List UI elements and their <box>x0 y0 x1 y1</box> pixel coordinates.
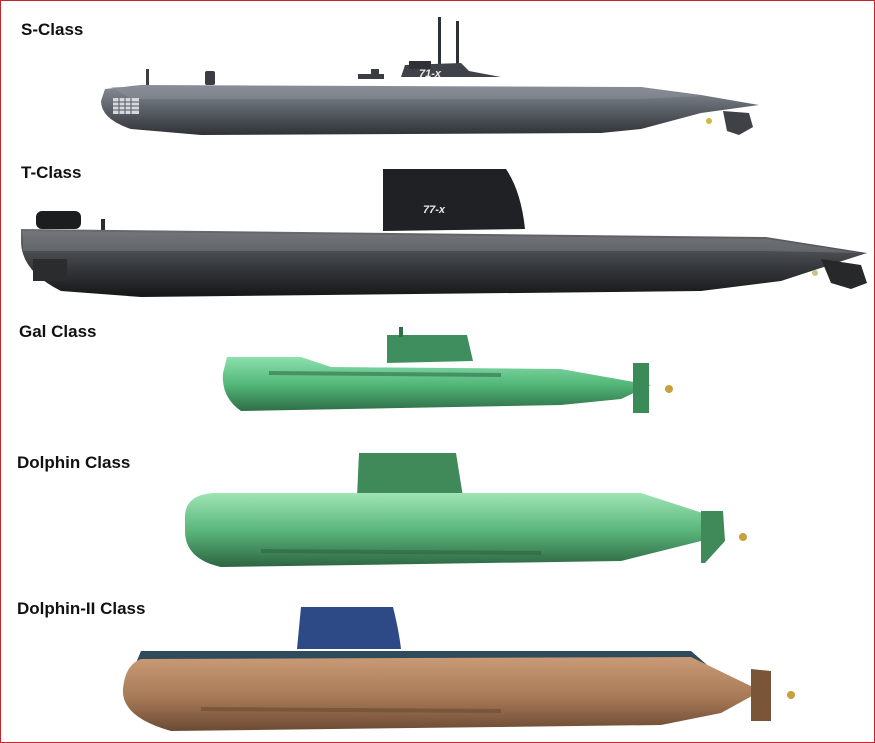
hull-number-t-class: 77-x <box>423 204 446 216</box>
label-dolphin-ii-class: Dolphin-II Class <box>17 599 146 618</box>
label-s-class: S-Class <box>21 20 84 39</box>
label-gal-class: Gal Class <box>19 322 97 341</box>
label-dolphin-class: Dolphin Class <box>17 453 131 472</box>
hull-number-s-class: 71-x <box>419 68 442 80</box>
label-t-class: T-Class <box>21 163 82 182</box>
